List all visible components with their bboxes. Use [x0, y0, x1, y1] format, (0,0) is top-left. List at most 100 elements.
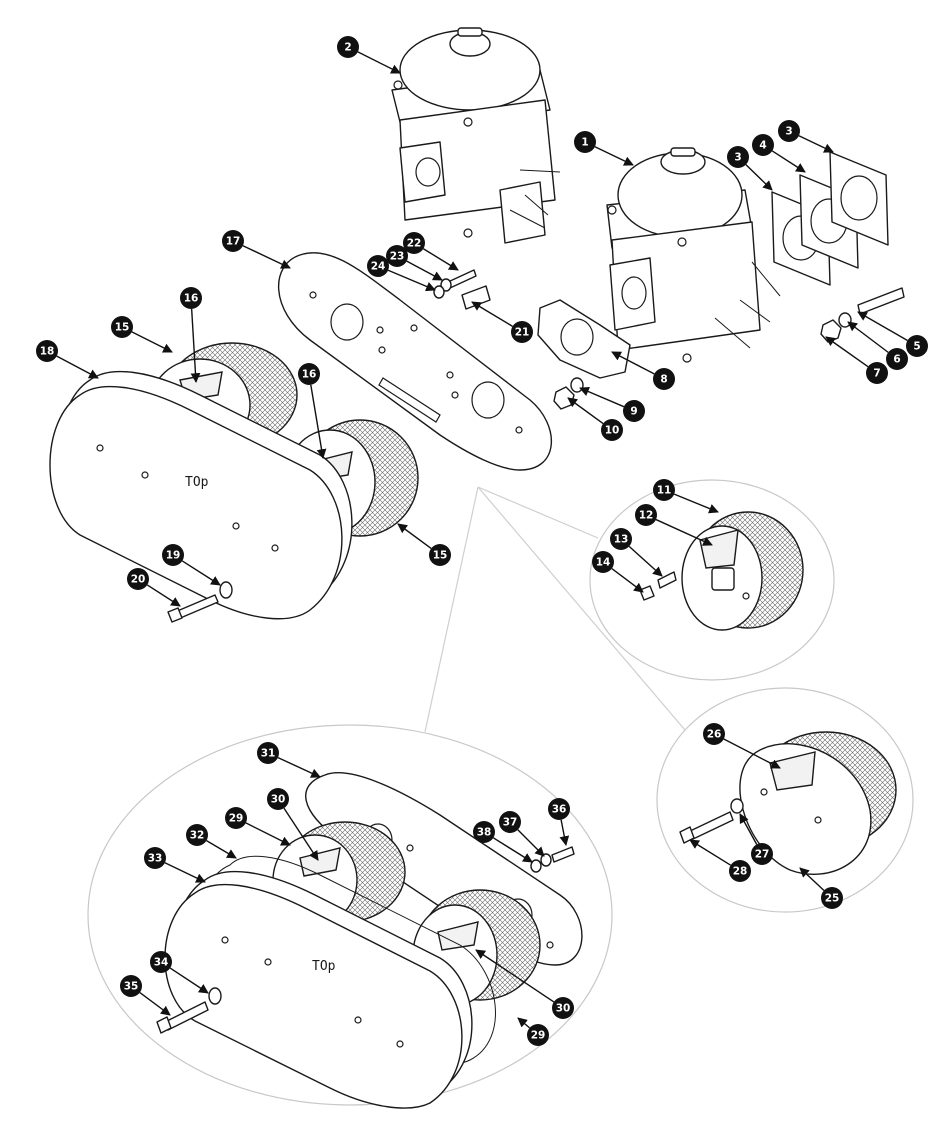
callout-number: 5: [913, 341, 920, 353]
washer-9: [570, 377, 584, 393]
callout-badge-26: 26: [703, 723, 725, 745]
callout-number: 28: [733, 866, 748, 878]
leader-arrow-26: [723, 738, 781, 769]
leader-arrow-3: [745, 164, 773, 191]
callout-number: 16: [184, 293, 199, 305]
callout-circle: [473, 821, 495, 843]
callout-badge-23: 23: [386, 245, 408, 267]
leader-arrow-35: [139, 992, 171, 1016]
leader-arrow-5: [857, 311, 908, 342]
callout-circle: [298, 363, 320, 385]
leader-arrow-19: [181, 560, 221, 586]
callout-number: 13: [614, 534, 629, 546]
callout-number: 15: [433, 550, 448, 562]
callout-circle: [222, 230, 244, 252]
callout-number: 31: [261, 748, 276, 760]
leader-arrow-30: [475, 949, 555, 1003]
callout-number: 29: [229, 813, 244, 825]
callout-circle: [610, 528, 632, 550]
callout-badge-16: 16: [298, 363, 320, 385]
callout-circle: [574, 131, 596, 153]
callout-badge-20: 20: [127, 568, 149, 590]
callout-number: 21: [515, 327, 530, 339]
callout-badge-25: 25: [821, 887, 843, 909]
callout-circle: [36, 340, 58, 362]
callout-circle: [527, 1024, 549, 1046]
callout-circle: [257, 742, 279, 764]
bolt-14: [639, 585, 655, 601]
callout-badge-35: 35: [120, 975, 142, 997]
callout-circle: [511, 321, 533, 343]
callout-badge-3: 3: [778, 120, 800, 142]
callout-badge-14: 14: [592, 551, 614, 573]
guide-line-backplate: [477, 486, 686, 731]
leader-arrow-31: [277, 756, 321, 778]
leader-arrow-22: [423, 248, 459, 271]
leader-arrow-29: [245, 822, 291, 846]
callout-number: 34: [154, 957, 169, 969]
callout-badge-6: 6: [886, 348, 908, 370]
callout-badge-10: 10: [601, 419, 623, 441]
leader-arrow-10: [567, 397, 604, 425]
callout-badge-37: 37: [499, 811, 521, 833]
callout-circle: [703, 723, 725, 745]
callout-badge-7: 7: [866, 362, 888, 384]
leader-arrow-2: [357, 51, 401, 74]
leader-arrow-33: [164, 862, 206, 883]
callout-badge-15: 15: [429, 544, 451, 566]
detail-filter-assembly: [639, 511, 804, 631]
callout-number: 19: [166, 550, 181, 562]
callout-circle: [653, 368, 675, 390]
leader-arrow-16: [310, 384, 327, 459]
callout-circle: [729, 860, 751, 882]
leader-arrow-38: [492, 837, 533, 863]
leader-arrow-14: [611, 568, 644, 593]
leader-arrow-20: [146, 584, 181, 607]
leader-arrow-11: [673, 493, 719, 514]
callout-number: 22: [407, 238, 422, 250]
callout-circle: [601, 419, 623, 441]
callout-circle: [623, 400, 645, 422]
callout-badge-29: 29: [225, 807, 247, 829]
callout-circle: [751, 843, 773, 865]
callout-badge-1: 1: [574, 131, 596, 153]
callout-number: 1: [581, 137, 588, 149]
leader-arrow-1: [594, 146, 634, 166]
callout-number: 38: [477, 827, 492, 839]
callout-badge-17: 17: [222, 230, 244, 252]
leader-arrow-21: [471, 301, 513, 327]
nut-10: [553, 386, 575, 410]
callout-number: 27: [755, 849, 770, 861]
detail-full-assembly: TOp: [156, 772, 583, 1109]
callout-badge-2: 2: [337, 36, 359, 58]
spring-washer: [838, 312, 852, 328]
leader-arrow-7: [825, 336, 869, 368]
callout-number: 32: [190, 830, 205, 842]
callout-number: 3: [734, 152, 741, 164]
callout-badge-4: 4: [752, 134, 774, 156]
callout-circle: [162, 544, 184, 566]
callout-badge-22: 22: [403, 232, 425, 254]
leader-arrow-13: [628, 545, 663, 577]
callout-badge-34: 34: [150, 951, 172, 973]
callout-badge-21: 21: [511, 321, 533, 343]
leader-arrow-6: [847, 321, 889, 353]
callout-number: 23: [390, 251, 405, 263]
callout-badge-18: 18: [36, 340, 58, 362]
callout-number: 10: [605, 425, 620, 437]
leader-arrow-32: [206, 839, 237, 859]
callout-circle: [144, 847, 166, 869]
callout-number: 18: [40, 346, 55, 358]
detail-view-outlines: [87, 479, 914, 1106]
carburettor-rear: [391, 27, 561, 244]
callout-circle: [429, 544, 451, 566]
leader-arrow-17: [242, 245, 291, 269]
backplate: [278, 252, 552, 471]
callout-number: 16: [302, 369, 317, 381]
callout-badge-30: 30: [267, 788, 289, 810]
callout-circle: [186, 824, 208, 846]
callout-number: 26: [707, 729, 722, 741]
detail-circle-backplate: [656, 687, 914, 913]
air-filter-cover: TOp: [49, 370, 353, 620]
